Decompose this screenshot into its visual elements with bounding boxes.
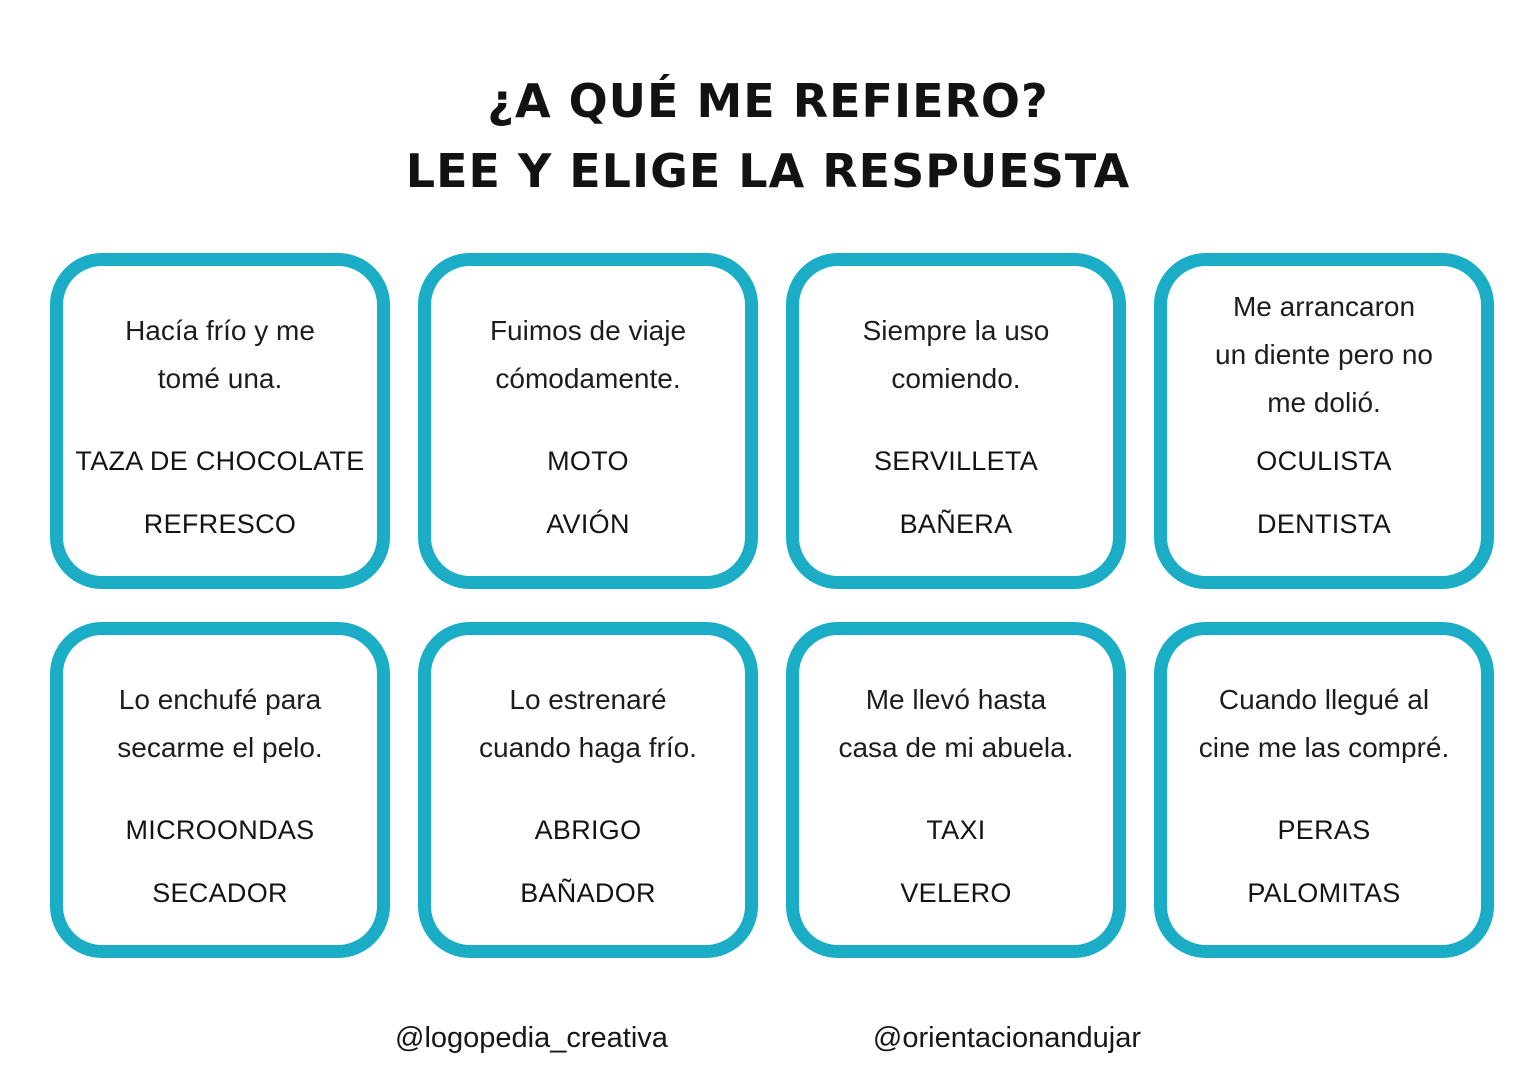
card-6-sentence: Lo estrenaré cuando haga frío. [479, 683, 697, 763]
card-6-option-1[interactable]: ABRIGO [534, 815, 642, 845]
card-8-option-1[interactable]: PERAS [1277, 815, 1371, 845]
card-6: Lo estrenaré cuando haga frío. ABRIGO BA… [418, 622, 758, 958]
title-line-1: ¿A QUÉ ME REFIERO? [487, 74, 1049, 128]
card-1-option-1[interactable]: TAZA DE CHOCOLATE [75, 446, 365, 476]
title-line-2: LEE Y ELIGE LA RESPUESTA [405, 144, 1131, 198]
card-3-sentence: Siempre la uso comiendo. [862, 314, 1050, 394]
card-7-option-1[interactable]: TAXI [926, 815, 986, 845]
credit-orientacionandujar: @orientacionandujar [872, 1022, 1141, 1054]
card-1-option-2[interactable]: REFRESCO [143, 509, 297, 539]
card-5-sentence: Lo enchufé para secarme el pelo. [117, 683, 323, 763]
card-2-option-2[interactable]: AVIÓN [546, 509, 630, 539]
card-1-sentence: Hacía frío y me tomé una. [125, 314, 315, 394]
card-7: Me llevó hasta casa de mi abuela. TAXI V… [786, 622, 1126, 958]
card-5-option-1[interactable]: MICROONDAS [125, 815, 315, 845]
card-7-option-2[interactable]: VELERO [900, 878, 1012, 908]
card-4-option-1[interactable]: OCULISTA [1256, 446, 1392, 476]
page-title: ¿A QUÉ ME REFIERO? LEE Y ELIGE LA RESPUE… [0, 0, 1536, 194]
card-8: Cuando llegué al cine me las compré. PER… [1154, 622, 1494, 958]
card-4: Me arrancaron un diente pero no me dolió… [1154, 253, 1494, 589]
card-8-sentence: Cuando llegué al cine me las compré. [1198, 683, 1450, 763]
card-4-option-2[interactable]: DENTISTA [1257, 509, 1391, 539]
card-3: Siempre la uso comiendo. SERVILLETA BAÑE… [786, 253, 1126, 589]
cards-grid: Hacía frío y me tomé una. TAZA DE CHOCOL… [50, 253, 1494, 958]
card-7-sentence: Me llevó hasta casa de mi abuela. [838, 683, 1074, 763]
card-5: Lo enchufé para secarme el pelo. MICROON… [50, 622, 390, 958]
card-2-sentence: Fuimos de viaje cómodamente. [489, 314, 687, 394]
footer-credits: @logopedia_creativa @orientacionandujar [0, 1022, 1536, 1055]
card-1: Hacía frío y me tomé una. TAZA DE CHOCOL… [50, 253, 390, 589]
card-2: Fuimos de viaje cómodamente. MOTO AVIÓN [418, 253, 758, 589]
card-6-option-2[interactable]: BAÑADOR [520, 878, 656, 908]
credit-logopedia-creativa: @logopedia_creativa [395, 1022, 668, 1054]
card-8-option-2[interactable]: PALOMITAS [1247, 878, 1401, 908]
card-4-sentence: Me arrancaron un diente pero no me dolió… [1215, 290, 1433, 419]
card-3-option-1[interactable]: SERVILLETA [873, 446, 1039, 476]
card-5-option-2[interactable]: SECADOR [152, 878, 288, 908]
card-2-option-1[interactable]: MOTO [547, 446, 629, 476]
card-3-option-2[interactable]: BAÑERA [899, 509, 1013, 539]
